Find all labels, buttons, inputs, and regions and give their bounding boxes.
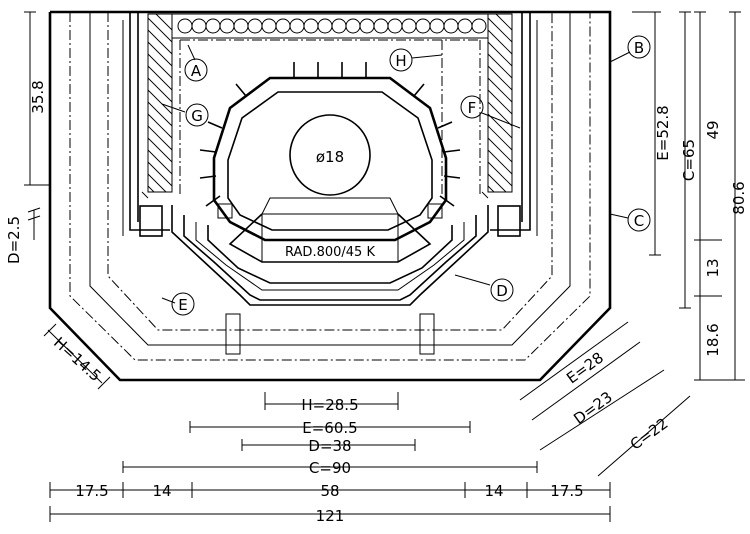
svg-text:B: B xyxy=(634,39,644,57)
dim-right-49: 49 xyxy=(704,120,722,139)
dim-right-E: E=52.8 xyxy=(654,105,672,160)
dim-bottom-C: C=90 xyxy=(309,459,351,477)
dim-diag-C: C=22 xyxy=(627,414,672,453)
callout-B: B xyxy=(609,35,651,63)
legs xyxy=(139,205,521,355)
dim-seg-left-outer: 17.5 xyxy=(75,482,108,500)
layer-E xyxy=(107,12,553,331)
inner-housing xyxy=(122,12,538,236)
top-insulation xyxy=(171,13,489,39)
svg-text:E: E xyxy=(178,296,187,314)
left-dimensions: 35.8 D=2.5 H=14.5 xyxy=(5,11,111,390)
flue-outlet: ø18 xyxy=(289,114,371,196)
octagon-firebox xyxy=(199,62,461,263)
dim-left-358: 35.8 xyxy=(29,80,47,113)
dim-seg-left-inner: 14 xyxy=(152,482,171,500)
callout-D: D xyxy=(454,274,514,302)
svg-text:A: A xyxy=(191,62,202,80)
dim-diag-D: D=23 xyxy=(570,388,616,428)
dim-left-D: D=2.5 xyxy=(5,216,23,264)
dim-right-13: 13 xyxy=(704,258,722,277)
dim-right-806: 80.6 xyxy=(730,181,748,214)
convection-frame xyxy=(179,39,481,196)
right-dimensions: E=52.8 C=65 49 13 18.6 80.6 xyxy=(632,11,748,381)
outer-casing-B xyxy=(48,10,612,382)
dim-right-C: C=65 xyxy=(680,139,698,181)
dim-right-186: 18.6 xyxy=(704,323,722,356)
dim-seg-center: 58 xyxy=(320,482,339,500)
svg-text:G: G xyxy=(191,107,203,125)
callout-H: H xyxy=(389,40,443,196)
dim-bottom-H: H=28.5 xyxy=(301,396,358,414)
callout-G: G xyxy=(161,103,209,127)
dim-bottom-total: 121 xyxy=(316,507,345,525)
firebox-shells xyxy=(171,205,489,306)
layer-C xyxy=(69,12,591,361)
diagonal-dimensions: E=28 D=23 C=22 xyxy=(519,321,691,477)
svg-text:H: H xyxy=(395,52,406,70)
bottom-dimensions: H=28.5 E=60.5 D=38 C=90 17.5 14 58 14 17… xyxy=(49,392,611,525)
svg-text:D: D xyxy=(496,282,508,300)
dim-seg-right-inner: 14 xyxy=(484,482,503,500)
radiator-caption: RAD.800/45 K xyxy=(285,245,375,260)
dim-left-H: H=14.5 xyxy=(50,333,105,385)
insulation-hatching xyxy=(141,13,513,199)
dim-seg-right-outer: 17.5 xyxy=(550,482,583,500)
callout-F: F xyxy=(460,95,521,129)
dim-bottom-E: E=60.5 xyxy=(302,419,357,437)
layer-D xyxy=(89,12,571,346)
callout-E: E xyxy=(161,292,195,316)
callout-A: A xyxy=(184,44,208,82)
svg-text:F: F xyxy=(468,99,477,117)
callout-C: C xyxy=(609,208,651,232)
flue-diameter-label: ø18 xyxy=(316,148,344,166)
svg-text:C: C xyxy=(634,212,644,230)
dim-bottom-D: D=38 xyxy=(308,437,351,455)
